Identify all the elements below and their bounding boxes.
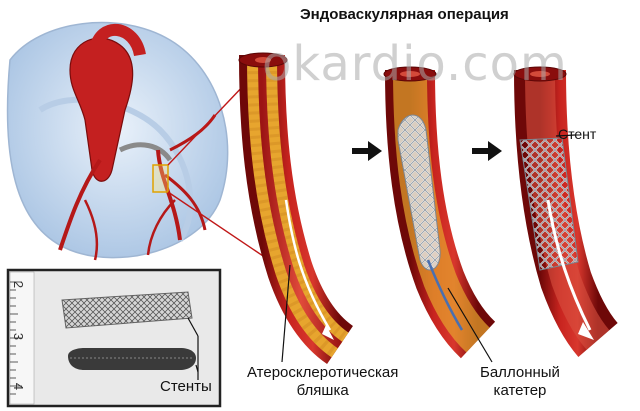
zoom-line-bottom bbox=[167, 191, 273, 263]
photo-inset bbox=[6, 268, 222, 408]
label-plaque: Атеросклеротическая бляшка bbox=[247, 364, 398, 400]
label-balloon-line2: катетер bbox=[493, 382, 547, 399]
heart-illustration bbox=[0, 0, 250, 270]
highlight-box bbox=[152, 164, 169, 193]
label-plaque-line2: бляшка bbox=[296, 382, 349, 399]
callout-line-balloon bbox=[447, 287, 493, 363]
ruler-number: 3 bbox=[11, 332, 27, 341]
label-balloon-line1: Баллонный bbox=[480, 364, 560, 381]
diagram-title: Эндоваскулярная операция bbox=[300, 6, 509, 23]
artery-panel-balloon bbox=[383, 66, 496, 359]
ruler-number: 2 bbox=[11, 280, 27, 289]
ruler-numbers: 2 3 4 bbox=[11, 275, 31, 405]
arrow-right-icon bbox=[352, 141, 382, 161]
label-stent: Стент bbox=[558, 126, 597, 142]
label-plaque-line1: Атеросклеротическая bbox=[247, 364, 399, 381]
artery-panel-plaque bbox=[238, 52, 354, 364]
ruler-number: 4 bbox=[11, 382, 27, 391]
arrow-right-icon bbox=[472, 141, 502, 161]
label-stents: Стенты bbox=[160, 378, 212, 395]
callout-line-plaque bbox=[281, 264, 291, 363]
callout-line-stent bbox=[555, 134, 576, 137]
label-balloon-catheter: Баллонный катетер bbox=[480, 364, 560, 400]
artery-panel-stent bbox=[513, 66, 619, 358]
watermark: okardio.com bbox=[262, 36, 568, 92]
